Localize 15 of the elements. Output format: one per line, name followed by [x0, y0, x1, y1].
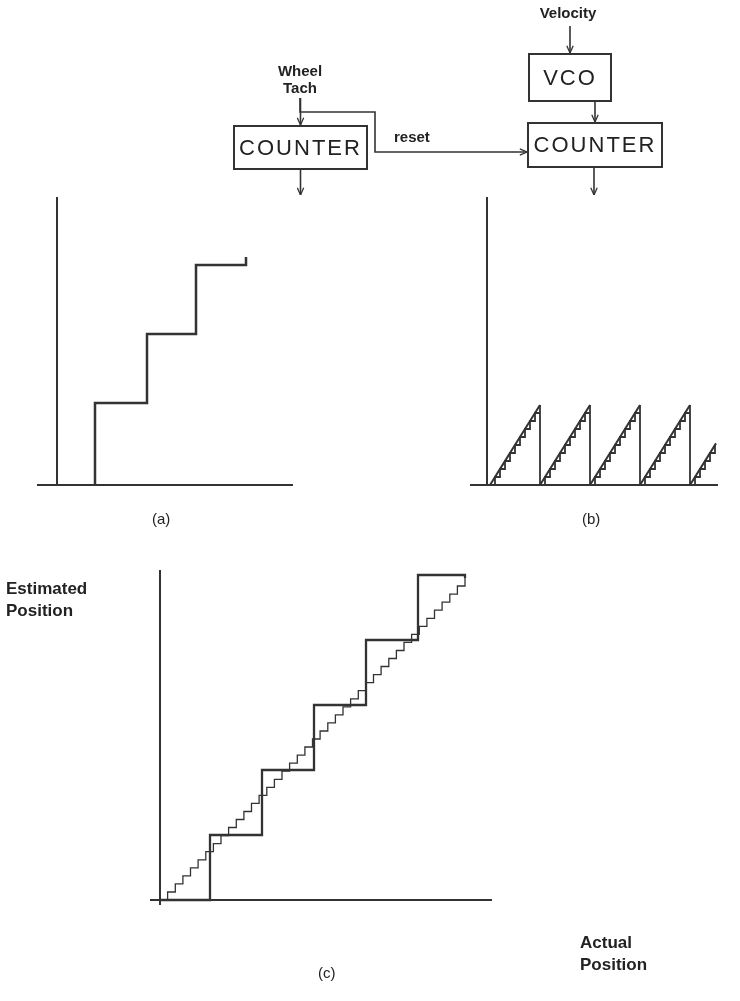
block-box: VCO: [528, 53, 612, 102]
arrow: [566, 25, 574, 54]
block-box: COUNTER: [233, 125, 368, 170]
axis-label: Actual Position: [580, 932, 649, 976]
signal-label: Velocity: [528, 4, 608, 26]
signal-label: Wheel Tach: [266, 62, 334, 98]
arrow: [591, 101, 599, 123]
arrow: [590, 167, 598, 196]
arrow: [296, 169, 305, 196]
plot-caption: (a): [152, 510, 171, 527]
block-box: COUNTER: [527, 122, 663, 168]
plot-caption: (b): [582, 510, 601, 527]
axis-label: Estimated Position: [6, 578, 89, 622]
arrow: [299, 97, 528, 156]
plot-caption: (c): [318, 963, 336, 983]
